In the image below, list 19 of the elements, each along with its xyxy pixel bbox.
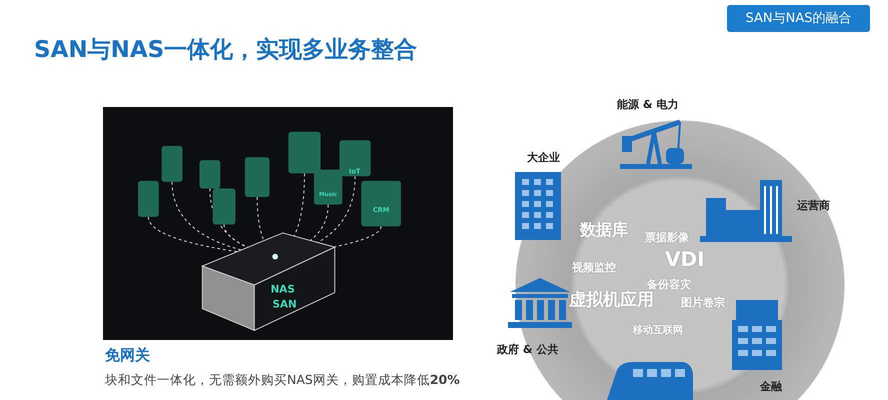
application-label: VDI: [665, 247, 705, 271]
slide-title: SAN与NAS一体化，实现多业务整合: [34, 36, 418, 65]
application-label: 移动互联网: [633, 324, 683, 337]
application-label: 数据库: [580, 220, 628, 241]
application-label: 图片卷宗: [681, 295, 725, 310]
section-tag: SAN与NAS的融合: [727, 5, 870, 32]
category-label: 金融: [760, 379, 782, 394]
photo-text: SAN: [272, 298, 297, 311]
application-label: 备份容灾: [647, 277, 691, 292]
application-label: 视频监控: [572, 260, 616, 275]
application-label: 票据影像: [645, 230, 689, 245]
category-label: 能源 & 电力: [617, 97, 678, 112]
category-label: 政府 & 公共: [497, 342, 558, 357]
category-label: 运营商: [797, 198, 830, 213]
section-heading: 免网关: [105, 346, 150, 365]
category-label: 大企业: [527, 150, 560, 165]
application-label: 虚拟机应用: [569, 290, 654, 311]
photo-text: NAS: [270, 284, 295, 296]
description-text: 块和文件一体化，无需额外购买NAS网关，购置成本降低20%: [105, 372, 460, 389]
